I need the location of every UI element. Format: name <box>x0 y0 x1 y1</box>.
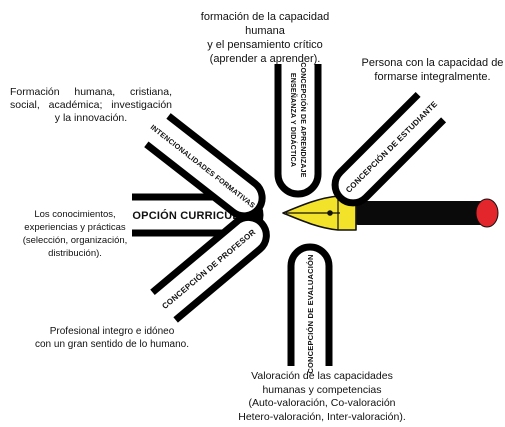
caption-bottom-left-line: Profesional integro e idóneo <box>49 326 175 337</box>
caption-top-right-line: formarse integralmente. <box>374 71 491 83</box>
caption-bottom-line: Valoración de las capacidades <box>251 370 393 382</box>
caption-bottom-left: Profesional integro e idóneo con un gran… <box>22 325 202 351</box>
petal-shape <box>274 64 322 198</box>
pen-cap <box>475 198 499 228</box>
caption-bottom-line: Hetero-valoración, Inter-valoración). <box>238 410 406 423</box>
caption-bottom-left-line: con un gran sentido de lo humano. <box>35 339 189 350</box>
caption-top-line: (aprender a aprender). <box>209 53 321 65</box>
caption-top-line: y el pensamiento crítico <box>207 39 323 51</box>
caption-bottom-line: (Auto-valoración, Co-valoración <box>248 397 396 409</box>
caption-top-left-line: Formación humana, cristiana, <box>10 86 172 98</box>
caption-top-line: formación de la capacidad humana <box>200 11 330 37</box>
petal-shape <box>144 113 266 220</box>
caption-left-line: Los conocimientos, <box>34 209 116 220</box>
petal-label-aprendizaje-line2: ENSEÑANZA Y DIDÁCTICA <box>289 73 298 167</box>
petal-label-estudiante: CONCEPCIÓN DE ESTUDIANTE <box>344 99 440 195</box>
petal-evaluacion: CONCEPCIÓN DE EVALUACIÓN <box>287 243 333 374</box>
caption-bottom: Valoración de las capacidades humanas y … <box>222 370 422 424</box>
petal-estudiante: CONCEPCIÓN DE ESTUDIANTE <box>331 91 447 207</box>
petal-label-evaluacion: CONCEPCIÓN DE EVALUACIÓN <box>306 254 315 373</box>
petal-shape <box>150 213 270 323</box>
petal-label-aprendizaje-line1: CONCEPCIÓN DE APRENDIZAJE <box>299 62 308 177</box>
caption-top-right-line: Persona con la capacidad de <box>361 57 504 69</box>
caption-top-left: Formación humana, cristiana, social, aca… <box>10 86 172 125</box>
pen-barrel <box>355 201 485 225</box>
caption-top-left-line: social, académica; investigación <box>10 99 172 111</box>
petal-shape <box>287 243 333 366</box>
caption-left-line: (selección, organización, distribución). <box>22 235 128 259</box>
fountain-pen-icon <box>282 195 499 231</box>
pen-nib-hole <box>327 210 333 216</box>
caption-top: formación de la capacidad humana y el pe… <box>180 10 350 66</box>
caption-top-right: Persona con la capacidad de formarse int… <box>360 56 505 84</box>
caption-bottom-line: humanas y competencias <box>262 383 382 396</box>
caption-top-left-line: y la innovación. <box>54 112 128 124</box>
petal-aprendizaje: CONCEPCIÓN DE APRENDIZAJE ENSEÑANZA Y DI… <box>274 62 322 198</box>
caption-left-line: experiencias y prácticas <box>24 222 126 233</box>
caption-left: Los conocimientos, experiencias y prácti… <box>0 208 150 260</box>
petal-label-opcion-curricular: OPCIÓN CURRICULAR <box>132 209 255 222</box>
